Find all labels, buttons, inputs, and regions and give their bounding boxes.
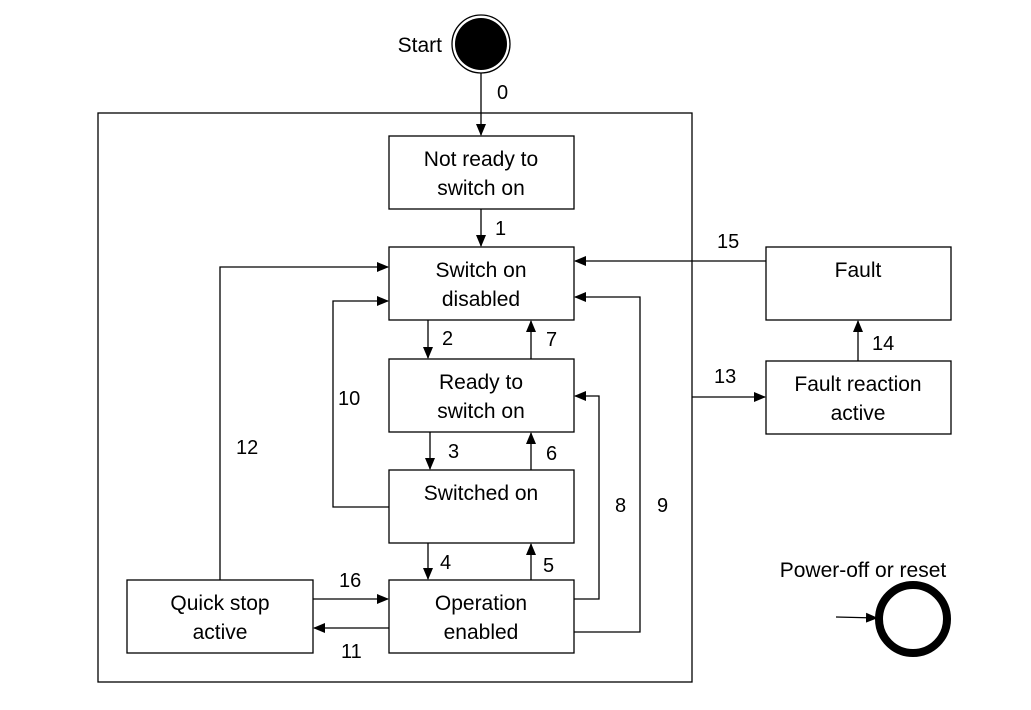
state-label-line: active: [193, 621, 248, 644]
state-ready-to-switch-on: Ready to switch on: [388, 358, 575, 433]
state-label-line: disabled: [442, 288, 520, 311]
end-node-arrow: [835, 612, 878, 623]
transition-label: 14: [872, 333, 894, 355]
transition-label: 16: [339, 570, 361, 592]
state-label-line: switch on: [437, 177, 525, 200]
transition-label: 11: [341, 641, 362, 663]
state-operation-enabled: Operation enabled: [388, 579, 575, 654]
transition-label: 12: [236, 437, 258, 459]
state-label-line: Not ready to: [424, 148, 538, 171]
state-label-line: Operation: [435, 592, 527, 615]
transition-9: 9: [574, 292, 668, 633]
end-node: [875, 581, 951, 657]
state-quick-stop-active: Quick stop active: [126, 579, 314, 654]
state-switched-on: Switched on: [388, 469, 575, 544]
state-label-line: Ready to: [439, 371, 523, 394]
transition-label: 15: [717, 231, 739, 253]
state-label-line: enabled: [444, 621, 519, 644]
transition-5: 5: [526, 543, 554, 580]
transition-10: 10: [332, 296, 389, 508]
state-fault: Fault: [765, 246, 952, 321]
transition-0: 0: [476, 73, 508, 136]
transition-11: 11: [313, 623, 389, 663]
transition-14: 14: [853, 320, 894, 361]
transition-13: 13: [692, 366, 766, 402]
state-label-line: active: [831, 402, 886, 425]
transition-label: 1: [495, 218, 506, 240]
transition-16: 16: [313, 570, 389, 604]
state-fault-reaction-active: Fault reaction active: [765, 360, 952, 435]
transition-8: 8: [574, 391, 626, 600]
state-label-line: Fault: [835, 259, 882, 282]
transition-3: 3: [425, 432, 459, 470]
state-not-ready-to-switch-on: Not ready to switch on: [388, 135, 575, 210]
state-switch-on-disabled: Switch on disabled: [388, 246, 575, 321]
transition-6: 6: [526, 432, 557, 470]
state-label-line: Fault reaction: [794, 373, 921, 396]
transition-label: 10: [338, 388, 360, 410]
transition-label: 0: [497, 82, 508, 104]
state-label-line: Switched on: [424, 482, 538, 505]
end-label: Power-off or reset: [780, 559, 947, 582]
transition-2: 2: [423, 320, 453, 359]
transition-4: 4: [423, 543, 451, 580]
transition-label: 6: [546, 443, 557, 465]
transition-label: 13: [714, 366, 736, 388]
transition-label: 5: [543, 555, 554, 577]
start-label: Start: [398, 34, 443, 57]
transition-label: 9: [657, 495, 668, 517]
transition-label: 2: [442, 328, 453, 350]
state-label-line: switch on: [437, 400, 525, 423]
transition-7: 7: [526, 320, 557, 359]
transition-15: 15: [574, 231, 766, 266]
transition-12: 12: [219, 262, 389, 580]
start-node: [455, 18, 507, 70]
state-label-line: Quick stop: [170, 592, 269, 615]
state-label-line: Switch on: [435, 259, 526, 282]
transition-1: 1: [476, 209, 506, 247]
transition-label: 8: [615, 495, 626, 517]
transition-label: 7: [546, 329, 557, 351]
transition-label: 4: [440, 552, 451, 574]
transition-label: 3: [448, 441, 459, 463]
